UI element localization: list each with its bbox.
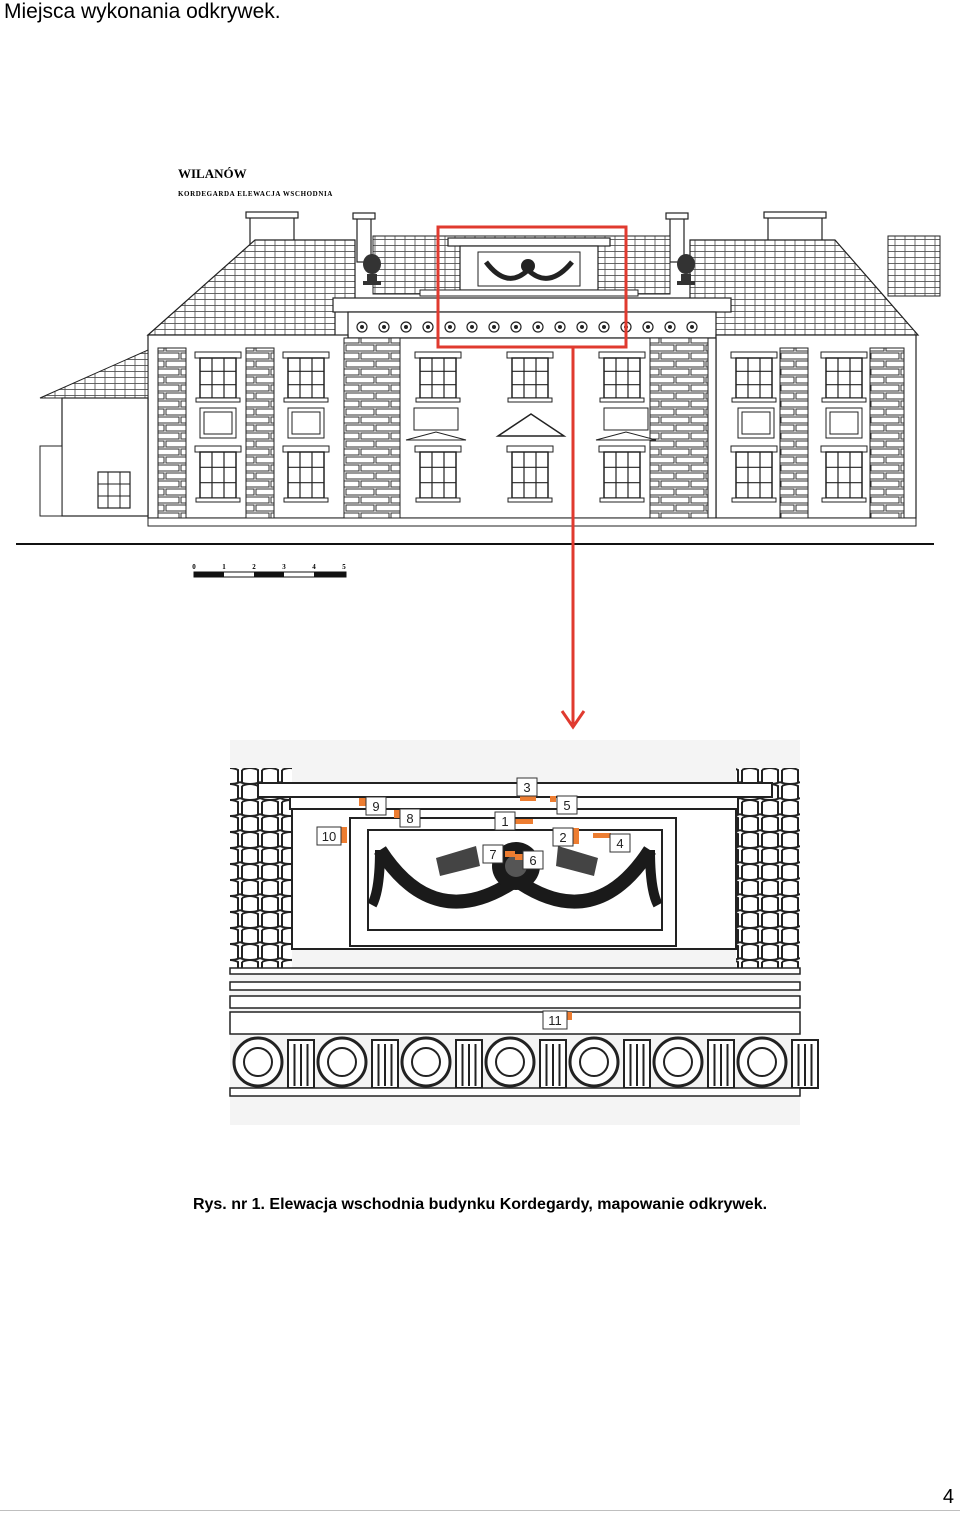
- marker-box: [365, 796, 387, 816]
- marker-label: 2: [559, 830, 566, 845]
- attic-detail: [229, 740, 819, 1125]
- scale-label: 3: [282, 563, 286, 571]
- marker-flag: [505, 851, 515, 857]
- plan-title: WILANÓW: [178, 166, 247, 181]
- exposure-markers: 1 2 3 4 5 6 7 8 9 10 11: [316, 777, 631, 1030]
- marker-label: 9: [372, 799, 379, 814]
- marker-label: 7: [489, 847, 496, 862]
- scale-label: 5: [342, 563, 346, 571]
- east-elevation: WILANÓW KORDEGARDA ELEWACJA WSCHODNIA: [16, 166, 941, 578]
- marker-label: 3: [523, 780, 530, 795]
- marker-label: 11: [548, 1013, 562, 1028]
- marker-box: [522, 850, 544, 870]
- marker-label: 8: [406, 811, 413, 826]
- scale-label: 4: [312, 563, 316, 571]
- footer-divider: [0, 1510, 960, 1511]
- arrow-head-icon: [560, 710, 586, 730]
- marker-box: [516, 777, 538, 797]
- page-title: Miejsca wykonania odkrywek.: [4, 0, 281, 23]
- marker-label: 4: [616, 836, 623, 851]
- scale-label: 2: [252, 563, 256, 571]
- marker-box: [316, 826, 342, 846]
- facade-windows: [194, 351, 868, 503]
- figure-caption: Rys. nr 1. Elewacja wschodnia budynku Ko…: [192, 1196, 768, 1213]
- detail-rosettes: [232, 1036, 819, 1089]
- marker-box: [482, 844, 504, 864]
- marker-label: 5: [563, 798, 570, 813]
- page-number: 4: [942, 1486, 954, 1508]
- marker-box: [609, 833, 631, 853]
- plan-subtitle: KORDEGARDA ELEWACJA WSCHODNIA: [178, 190, 333, 198]
- marker-box: [494, 811, 516, 831]
- marker-flag: [550, 796, 556, 802]
- scale-label: 1: [222, 563, 226, 571]
- scale-label: 0: [192, 563, 196, 571]
- marker-label: 6: [529, 853, 536, 868]
- marker-flag: [573, 828, 579, 844]
- cornice-rosettes: [356, 321, 698, 333]
- marker-box: [552, 827, 574, 847]
- marker-flag: [515, 819, 533, 824]
- marker-flag: [339, 827, 347, 843]
- marker-flag: [394, 810, 400, 818]
- marker-flag: [520, 796, 536, 801]
- highlight-box: [436, 225, 628, 349]
- scale-bar: 0 1 2 3 4 5: [192, 563, 347, 578]
- marker-box: [399, 808, 421, 828]
- marker-box: [556, 795, 578, 815]
- marker-flag: [564, 1012, 572, 1020]
- marker-flag: [515, 854, 525, 860]
- marker-flag: [593, 833, 611, 838]
- marker-label: 1: [501, 814, 508, 829]
- marker-flag: [359, 798, 367, 806]
- marker-box: [542, 1010, 568, 1030]
- marker-label: 10: [322, 829, 336, 844]
